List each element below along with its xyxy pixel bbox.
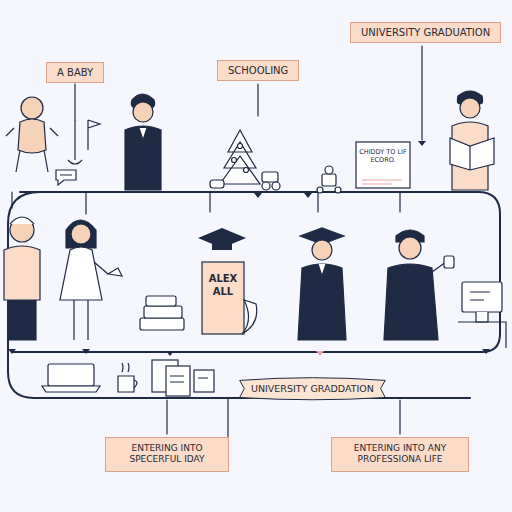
stage-label: ENTERING INTO ANY PROFESSIONA LIFE [340, 443, 460, 466]
stage-label: UNIVERSITY GRADDATION [251, 383, 374, 394]
stage-box: SCHOOLING [217, 60, 299, 81]
stage-box: ENTERING INTO ANY PROFESSIONA LIFE [331, 437, 469, 472]
document-text: CHIDDY TO LIF ECORO. [359, 148, 407, 165]
stage-label: SCHOOLING [228, 65, 288, 76]
sign-text: ALEX ALL [204, 272, 242, 298]
stage-box: ENTERING INTO SPECERFUL IDAY [105, 437, 229, 472]
stage-label: UNIVERSITY GRADUATION [361, 27, 490, 38]
stage-box: UNIVERSITY GRADUATION [350, 22, 501, 43]
stage-box: A BABY [46, 62, 104, 83]
stage-label: A BABY [57, 67, 93, 78]
ribbon-banner: UNIVERSITY GRADDATION [235, 375, 390, 402]
stage-label: ENTERING INTO SPECERFUL IDAY [114, 443, 220, 466]
